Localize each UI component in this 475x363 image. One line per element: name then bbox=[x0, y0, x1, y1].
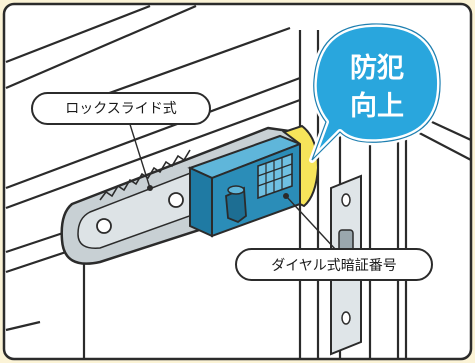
callout-lock-slide: ロックスライド式 bbox=[31, 92, 211, 191]
label-lock-slide: ロックスライド式 bbox=[65, 101, 177, 117]
badge-line-2: 向上 bbox=[350, 90, 404, 122]
badge-line-1: 防犯 bbox=[350, 53, 404, 84]
lock-body bbox=[187, 134, 303, 238]
security-badge: 防犯 向上 bbox=[309, 20, 444, 163]
yellow-cap bbox=[281, 124, 320, 208]
label-dial-code: ダイヤル式暗証番号 bbox=[271, 258, 397, 274]
screw-right bbox=[168, 192, 184, 208]
slide-teeth bbox=[99, 149, 191, 201]
callout-dial-code: ダイヤル式暗証番号 bbox=[235, 193, 433, 281]
screw-left bbox=[96, 218, 112, 234]
